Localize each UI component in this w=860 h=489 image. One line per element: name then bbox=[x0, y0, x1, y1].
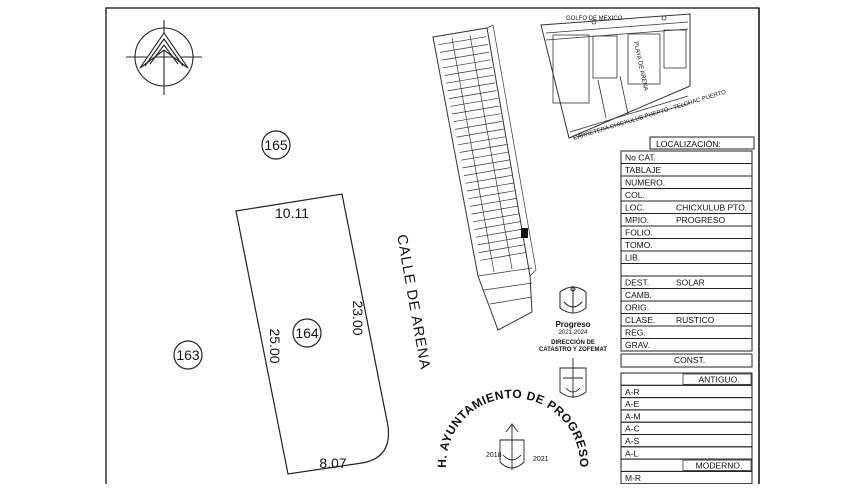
const-row: M-R bbox=[620, 470, 753, 485]
localizacion-row: TOMO. bbox=[620, 238, 753, 252]
lot-163-marker: 163 bbox=[173, 340, 203, 370]
localizacion-label: LOC. bbox=[625, 203, 645, 213]
localizacion-label: NUMERO. bbox=[625, 178, 665, 188]
localizacion-label: ORIG. bbox=[625, 303, 649, 313]
const-row: A-R bbox=[620, 384, 753, 399]
key-map-road-label: CARRETERA CHICXULUB PUERTO - TELCHAC PUE… bbox=[573, 90, 727, 142]
localizacion-row: DEST. SOLAR bbox=[620, 275, 753, 289]
localizacion-row: ORIG. bbox=[620, 300, 753, 314]
localizacion-row: COL. bbox=[620, 188, 753, 202]
localizacion-label: TOMO. bbox=[625, 240, 653, 250]
const-table: CONST. ANTIGUO. A-R A-E A-M A-C A-S A-L MODERNO… bbox=[620, 353, 753, 485]
localizacion-table: LOCALIZACIÓN: No CAT.TABLAJENUMERO.COL.L… bbox=[620, 136, 755, 352]
localizacion-row: REG. bbox=[620, 325, 753, 339]
stamp-year-right: 2021 bbox=[533, 456, 549, 463]
lot-163-label: 163 bbox=[176, 347, 200, 363]
localizacion-label: DEST. bbox=[625, 278, 649, 288]
const-row: A-L bbox=[620, 446, 753, 460]
key-map bbox=[540, 13, 691, 139]
localizacion-row: No CAT. bbox=[620, 150, 753, 164]
localizacion-label: CAMB. bbox=[625, 290, 652, 300]
localizacion-value: PROGRESO bbox=[676, 215, 726, 225]
stamp-year-left: 2018 bbox=[486, 452, 502, 459]
lot-165-label: 165 bbox=[264, 137, 288, 153]
anchor-emblem-icon bbox=[559, 286, 587, 314]
lot-164-marker: 164 bbox=[292, 318, 322, 348]
const-row: A-E bbox=[620, 397, 753, 411]
const-row-label: M-R bbox=[625, 473, 641, 483]
localizacion-title: LOCALIZACIÓN: bbox=[656, 139, 721, 149]
block-plan bbox=[432, 24, 537, 331]
localizacion-row: MPIO. PROGRESO bbox=[620, 213, 753, 227]
localizacion-label: REG. bbox=[625, 328, 646, 338]
localizacion-label: COL. bbox=[625, 190, 645, 200]
localizacion-row bbox=[620, 263, 753, 277]
seal-dept-line2: CATASTRO Y ZOFEMAT bbox=[539, 347, 607, 353]
localizacion-row: LOC. CHICXULUB PTO. bbox=[620, 200, 753, 214]
localizacion-row: CAMB. bbox=[620, 288, 753, 302]
localizacion-row: GRAV. bbox=[620, 338, 753, 352]
const-title: CONST. bbox=[674, 355, 705, 365]
const-section-header: MODERNO. bbox=[696, 461, 743, 471]
localizacion-label: LIB. bbox=[625, 253, 640, 263]
dimension-top: 10.11 bbox=[275, 205, 309, 221]
const-row: A-C bbox=[620, 421, 753, 436]
drawing-frame bbox=[105, 7, 760, 489]
const-row-label: A-R bbox=[625, 387, 640, 397]
localizacion-label: No CAT. bbox=[625, 153, 656, 163]
const-row: A-M bbox=[620, 409, 753, 423]
svg-text:H. AYUNTAMIENTO DE PROGRESO: H. AYUNTAMIENTO DE PROGRESO bbox=[435, 387, 591, 468]
lot-164-label: 164 bbox=[295, 325, 319, 341]
seal-dept-line1: DIRECCIÓN DE bbox=[551, 338, 595, 346]
const-row-label: A-E bbox=[625, 399, 640, 409]
localizacion-row: NUMERO. bbox=[620, 175, 753, 189]
dimension-right: 23.00 bbox=[350, 300, 366, 335]
seal-brand: Progreso bbox=[555, 320, 590, 329]
localizacion-label: MPIO. bbox=[625, 215, 649, 225]
lot-165-marker: 165 bbox=[261, 130, 291, 160]
const-row-label: A-L bbox=[625, 448, 639, 458]
const-row-label: A-C bbox=[625, 424, 640, 434]
dimension-left: 25.00 bbox=[267, 328, 283, 363]
localizacion-row: FOLIO. bbox=[620, 225, 753, 239]
stamp-ring-text: H. AYUNTAMIENTO DE PROGRESO bbox=[435, 387, 591, 468]
localizacion-row: LIB. bbox=[620, 250, 753, 264]
const-row-label: A-M bbox=[625, 411, 641, 421]
north-arrow-icon bbox=[126, 20, 202, 95]
localizacion-row: TABLAJE bbox=[620, 163, 753, 177]
const-row-label: A-S bbox=[625, 436, 640, 446]
localizacion-label: CLASE. bbox=[625, 315, 655, 325]
lighthouse-emblem-icon bbox=[559, 358, 587, 398]
lot-polygon bbox=[235, 193, 390, 475]
ayuntamiento-stamp: H. AYUNTAMIENTO DE PROGRESO 2018 2021 bbox=[435, 387, 591, 470]
seal-period: 2021-2024 bbox=[559, 330, 588, 336]
localizacion-value: SOLAR bbox=[676, 278, 705, 288]
localizacion-row: CLASE. RUSTICO bbox=[620, 313, 753, 327]
localizacion-label: TABLAJE bbox=[625, 165, 662, 175]
dimension-bottom: 8.07 bbox=[319, 455, 346, 471]
progreso-seal: Progreso 2021-2024 DIRECCIÓN DE CATASTRO… bbox=[539, 286, 607, 398]
key-map-sea-label: GOLFO DE MEXICO bbox=[566, 16, 623, 22]
localizacion-label: GRAV. bbox=[625, 340, 650, 350]
const-row: A-S bbox=[620, 434, 753, 448]
localizacion-label: FOLIO. bbox=[625, 228, 653, 238]
localizacion-value: CHICXULUB PTO. bbox=[676, 203, 747, 213]
coat-of-arms-icon bbox=[499, 423, 525, 470]
street-label: CALLE DE ARENA bbox=[393, 233, 433, 371]
const-section-header: ANTIGUO. bbox=[698, 375, 739, 385]
localizacion-value: RUSTICO bbox=[676, 315, 715, 325]
